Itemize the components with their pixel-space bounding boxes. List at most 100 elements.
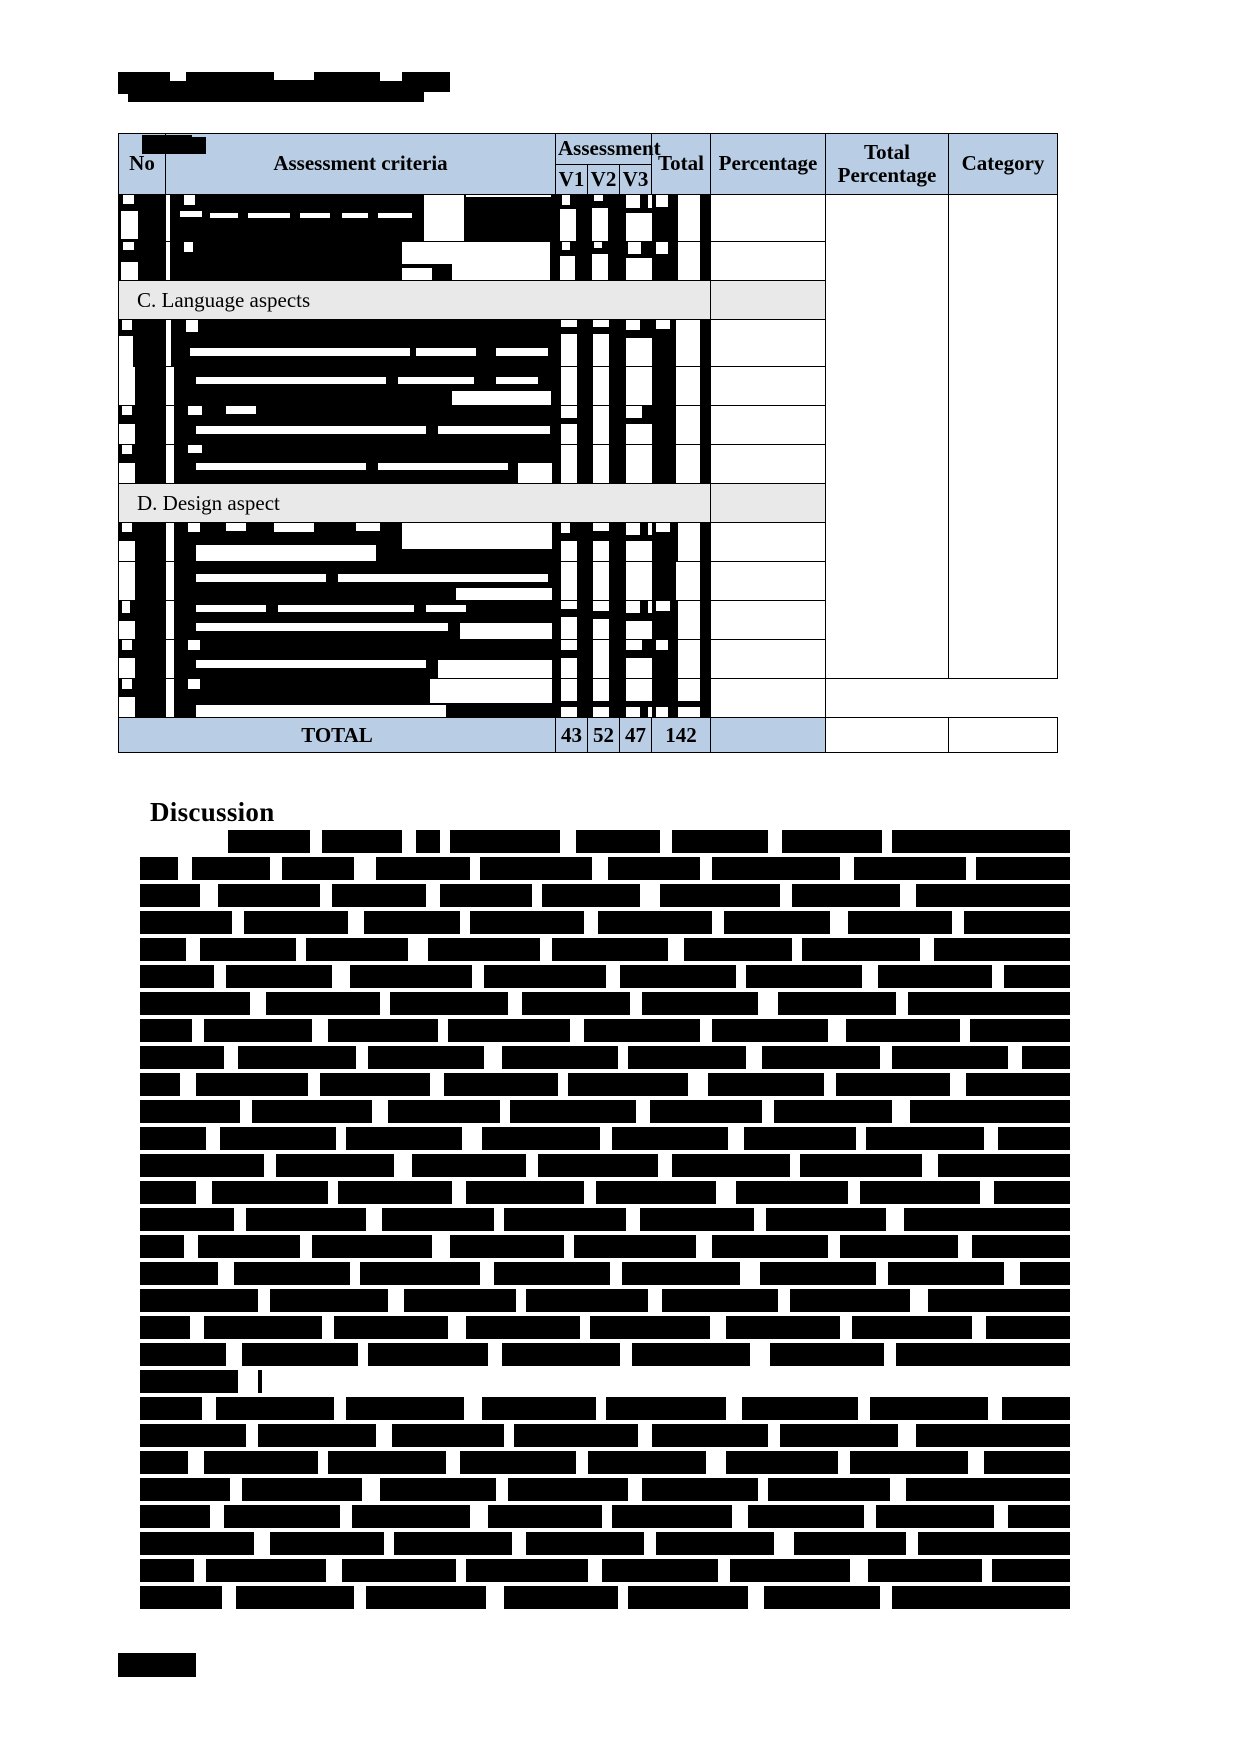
cell-v2-redacted (587, 405, 620, 446)
cell-criteria-redacted (165, 639, 556, 680)
cell-category-blank (948, 194, 1058, 680)
cell-percentage-blank (710, 561, 826, 602)
footer-redacted (118, 1653, 196, 1677)
table-row (118, 241, 1058, 282)
cell-v3-redacted (619, 678, 664, 719)
col-header-v1: V1 (555, 163, 588, 196)
document-title-redacted (118, 72, 454, 102)
cell-total-redacted (651, 444, 711, 485)
assessment-table-container: No Assessment criteria Assessment Total … (118, 132, 1058, 754)
cell-v1-redacted (555, 561, 588, 602)
cell-v2-redacted (587, 241, 620, 282)
cell-criteria-redacted (165, 366, 556, 407)
cell-v2-redacted (587, 366, 620, 407)
total-category-cell (948, 717, 1058, 754)
table-row (118, 561, 1058, 602)
assessment-criteria-table: No Assessment criteria Assessment Total … (118, 132, 1058, 754)
cell-v1-redacted (555, 319, 588, 368)
section-label-c: C. Language aspects (118, 280, 711, 321)
cell-percentage-blank (710, 241, 826, 282)
cell-v1-redacted (555, 600, 588, 641)
cell-no-redacted (118, 241, 166, 282)
cell-criteria-redacted (165, 600, 556, 641)
cell-no-redacted (118, 405, 166, 446)
cell-percentage-redacted (142, 135, 826, 563)
table-header: No Assessment criteria Assessment Total … (118, 132, 1058, 196)
cell-percentage-blank (710, 405, 826, 446)
cell-total-redacted (651, 366, 711, 407)
cell-no-redacted (118, 319, 166, 383)
col-header-criteria: Assessment criteria (165, 132, 556, 196)
table-row (118, 678, 1058, 719)
cell-v2-redacted (587, 522, 620, 563)
cell-v1-redacted (555, 194, 588, 243)
total-sum: 142 (651, 717, 711, 754)
cell-total-redacted (651, 405, 711, 446)
table-total-row: TOTAL 43 52 47 142 (118, 717, 1058, 754)
cell-v2-redacted (587, 600, 620, 641)
total-total-percentage-cell (825, 717, 949, 754)
table-row (118, 194, 1058, 680)
cell-v1-redacted (555, 678, 588, 719)
section-d-percentage-blank (710, 483, 826, 524)
table-row (118, 600, 1058, 641)
table-row (118, 137, 1058, 383)
cell-v1-redacted (555, 366, 588, 407)
cell-v1-redacted (555, 639, 588, 680)
section-row-language-aspects: C. Language aspects (118, 280, 1058, 321)
total-percentage-line-2: Percentage (837, 163, 937, 188)
section-label-d: D. Design aspect (118, 483, 711, 524)
cell-total-redacted (651, 194, 711, 243)
cell-percentage-redacted (142, 137, 826, 368)
cell-v1-redacted (555, 444, 588, 485)
total-v1: 43 (555, 717, 588, 754)
cell-v3-redacted (619, 444, 664, 485)
cell-criteria-redacted (165, 522, 556, 563)
section-c-percentage-blank (710, 280, 826, 321)
cell-no-redacted (118, 678, 166, 719)
cell-percentage-blank (710, 678, 826, 719)
col-header-v3: V3 (619, 163, 652, 196)
cell-no-redacted (118, 444, 166, 485)
col-header-assessment-group: Assessment (555, 133, 661, 165)
cell-total-redacted (651, 600, 711, 641)
cell-no-redacted (118, 194, 166, 243)
table-row (118, 444, 1058, 485)
table-row (118, 366, 1058, 407)
cell-v2-redacted (587, 561, 620, 602)
discussion-heading: Discussion (150, 797, 275, 827)
table-body: C. Language aspects (118, 135, 1058, 754)
col-header-v2: V2 (587, 163, 620, 196)
col-header-category: Category (948, 132, 1058, 196)
cell-total-redacted (651, 522, 711, 563)
cell-v3-redacted (619, 194, 662, 243)
table-header-row-2: V1 V2 V3 (119, 163, 1058, 196)
cell-v3-redacted (619, 639, 664, 680)
cell-v2-redacted (587, 319, 620, 368)
cell-v1-redacted (555, 522, 588, 563)
cell-v3-redacted (619, 241, 662, 282)
cell-criteria-redacted (165, 194, 556, 243)
cell-no-redacted (118, 600, 166, 641)
table-row (118, 639, 1058, 680)
cell-total-redacted (651, 561, 711, 602)
cell-percentage-blank (710, 600, 826, 641)
cell-percentage-blank (710, 194, 826, 243)
cell-criteria-redacted (165, 561, 556, 602)
total-v3: 47 (619, 717, 652, 754)
cell-criteria-redacted (165, 241, 556, 282)
cell-v1-redacted (555, 241, 588, 282)
cell-v2-redacted (587, 639, 620, 680)
table-header-row-1: No Assessment criteria Assessment Total … (118, 132, 1058, 196)
total-percentage-cell (710, 717, 826, 754)
col-header-percentage: Percentage (710, 132, 826, 196)
total-label: TOTAL (118, 717, 556, 754)
cell-percentage-blank (710, 444, 826, 485)
cell-percentage-blank (710, 366, 826, 407)
cell-v3-redacted (619, 522, 664, 563)
cell-v2-redacted (587, 444, 620, 485)
cell-criteria-redacted (165, 405, 556, 446)
cell-v3-redacted (619, 319, 664, 368)
cell-no-redacted (118, 639, 166, 680)
